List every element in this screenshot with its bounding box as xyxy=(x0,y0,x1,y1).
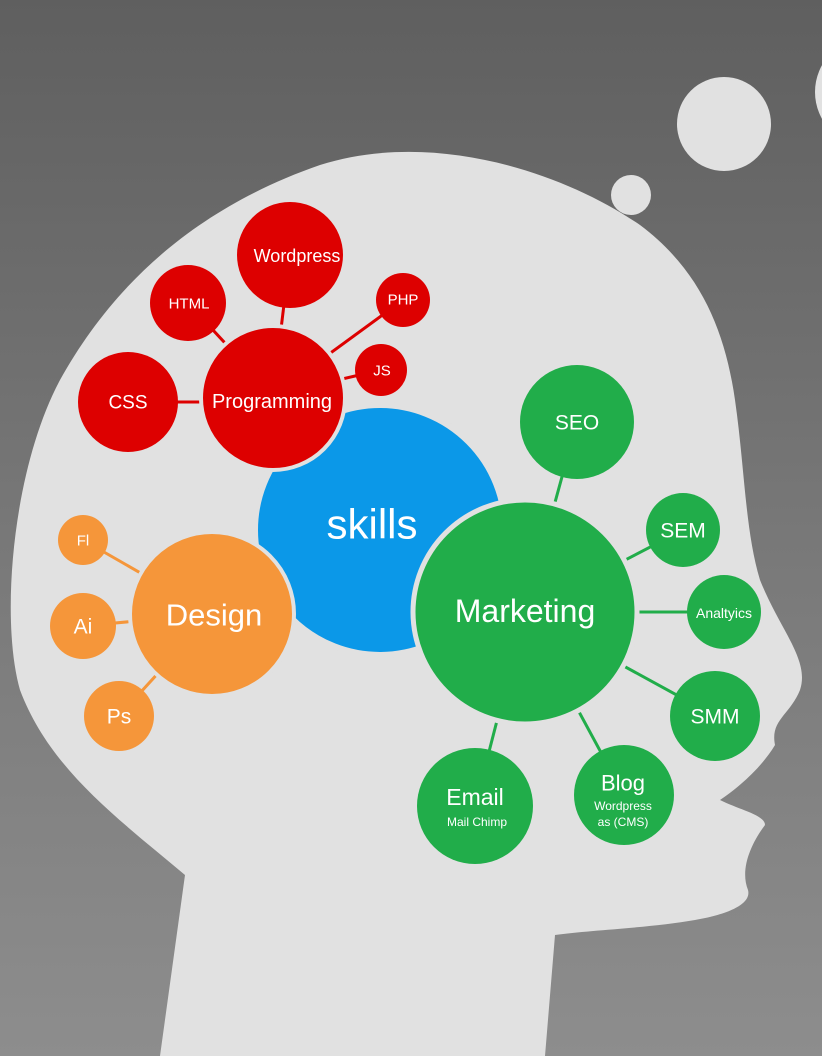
node-design: Design xyxy=(128,530,296,698)
blog-sub-cms: as (CMS) xyxy=(598,815,649,829)
node-html: HTML xyxy=(150,265,226,341)
node-programming: Programming xyxy=(199,324,347,472)
node-php: PHP xyxy=(376,273,430,327)
email-label: Email xyxy=(446,784,504,810)
thought-bubble-large xyxy=(815,65,822,119)
node-seo: SEO xyxy=(520,365,634,479)
js-label: JS xyxy=(373,363,391,380)
node-sem: SEM xyxy=(646,493,720,567)
ai-label: Ai xyxy=(74,616,93,639)
sem-label: SEM xyxy=(660,520,706,543)
email-sub-mailchimp: Mail Chimp xyxy=(447,815,507,829)
html-label: HTML xyxy=(169,296,210,313)
node-js: JS xyxy=(355,344,407,396)
node-ai: Ai xyxy=(50,593,116,659)
node-email: Email Mail Chimp xyxy=(417,748,533,864)
skills-label: skills xyxy=(327,501,418,548)
thought-bubble-medium xyxy=(677,77,771,171)
wordpress-label: Wordpress xyxy=(254,246,341,266)
php-label: PHP xyxy=(388,292,419,309)
thought-bubble-small xyxy=(611,175,651,215)
blog-label: Blog xyxy=(601,771,645,796)
node-wordpress: Wordpress xyxy=(237,202,343,308)
smm-label: SMM xyxy=(691,706,740,729)
blog-sub-wordpress: Wordpress xyxy=(594,799,652,813)
node-fl: Fl xyxy=(58,515,108,565)
seo-label: SEO xyxy=(555,412,599,435)
node-ps: Ps xyxy=(84,681,154,751)
css-label: CSS xyxy=(108,393,147,414)
design-label: Design xyxy=(166,598,263,633)
node-analytics: Analtyics xyxy=(687,575,761,649)
marketing-label: Marketing xyxy=(455,593,596,629)
programming-label: Programming xyxy=(212,391,332,413)
node-marketing: Marketing xyxy=(410,497,640,727)
node-css: CSS xyxy=(78,352,178,452)
node-blog: Blog Wordpress as (CMS) xyxy=(574,745,674,845)
node-smm: SMM xyxy=(670,671,760,761)
ps-label: Ps xyxy=(107,706,132,729)
fl-label: Fl xyxy=(77,533,90,550)
analytics-label: Analtyics xyxy=(696,605,752,621)
